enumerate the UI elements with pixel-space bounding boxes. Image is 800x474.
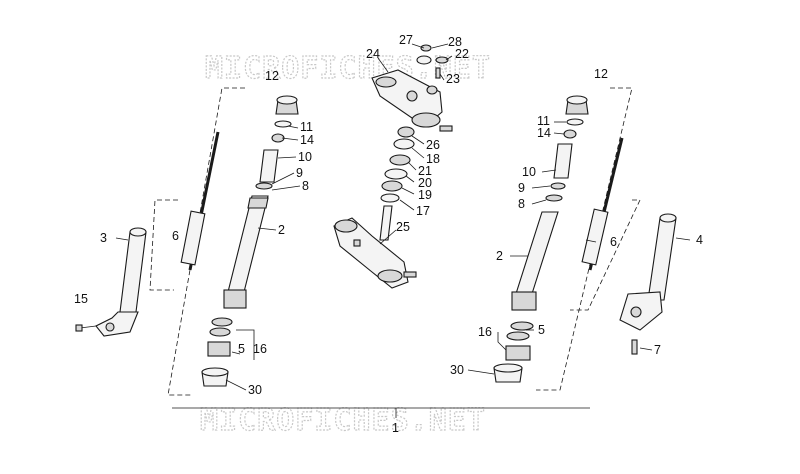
right-o-ring [566,118,584,126]
watermark-top: MICROFICHES.NET [205,51,491,86]
right-stanchion-bottom [511,291,537,311]
label-5-left: 5 [238,342,245,356]
left-axle-hole [105,322,115,332]
left-slider-top [129,227,147,237]
label-16-left: 16 [253,342,267,356]
left-o-ring [274,120,292,128]
label-4: 4 [696,233,703,247]
label-6-left: 6 [172,229,179,243]
label-30-right: 30 [450,363,464,377]
right-slider-top [659,213,677,223]
steering-stem [379,205,393,241]
right-seal-mid [506,331,530,341]
seal-17 [380,193,400,203]
left-stanchion-tube [225,195,269,301]
nut-22 [435,56,449,64]
label-14-left: 14 [300,133,314,147]
bearing-race-20 [384,168,408,180]
label-2-left: 2 [278,223,285,237]
label-12-left: 12 [265,69,279,83]
label-6-right: 6 [610,235,617,249]
label-2-right: 2 [496,249,503,263]
label-5-right: 5 [538,323,545,337]
right-seal-5 [505,345,531,361]
label-10-left: 10 [298,150,312,164]
left-stanchion-spring [247,197,269,209]
label-20: 20 [418,176,432,190]
right-screw-7 [631,339,638,355]
yoke-bolt [439,125,453,132]
left-fork-assembly [75,87,301,396]
left-seal-16 [207,341,231,357]
label-8-left: 8 [302,179,309,193]
left-screw-15 [75,324,83,332]
label-1: 1 [392,421,399,435]
label-30-left: 30 [248,383,262,397]
label-15: 15 [74,292,88,306]
label-22: 22 [455,47,469,61]
label-11-right: 11 [537,114,550,128]
label-7: 7 [654,343,661,357]
right-damper-rod [581,208,609,266]
left-dashed-frame [167,87,245,396]
right-fork-assembly [467,87,691,391]
left-seal-mid [209,327,231,337]
label-14-right: 14 [537,126,551,140]
label-28: 28 [448,35,462,49]
label-17: 17 [416,204,430,218]
washer-28 [416,55,432,65]
left-washer-9 [255,182,273,190]
right-seal-upper [510,321,534,331]
part-labels: 1 12 11 14 10 9 8 2 3 6 15 5 16 30 24 27… [74,33,703,435]
left-fork-slider [119,231,147,313]
nut-26 [397,126,415,138]
right-washer-14 [563,129,577,139]
bolt-27 [420,44,432,52]
steering-assembly [333,43,453,289]
label-26: 26 [426,138,440,152]
right-spacer-tube [553,143,573,179]
left-damper-rod [180,210,206,266]
label-23: 23 [446,72,460,86]
label-9-left: 9 [296,166,303,180]
label-8-right: 8 [518,197,525,211]
label-16-right: 16 [478,325,492,339]
label-10-right: 10 [522,165,536,179]
right-rod-frame [570,199,641,311]
left-axle-foot [95,311,139,337]
label-3: 3 [100,231,107,245]
screw-23 [435,67,441,79]
label-21: 21 [418,164,432,178]
washer-18 [393,138,415,150]
left-rod-frame [149,199,178,291]
bearing-21 [389,154,411,166]
bearing-19 [381,180,403,192]
label-18: 18 [426,152,440,166]
label-11-left: 11 [300,120,313,134]
right-fork-slider [647,217,677,301]
label-27: 27 [399,33,413,47]
label-25: 25 [396,220,410,234]
label-9-right: 9 [518,181,525,195]
label-24: 24 [366,47,380,61]
label-12-right: 12 [594,67,608,81]
right-washer-9 [550,182,566,190]
left-spacer-tube [259,149,279,183]
left-seal-upper [211,317,233,327]
label-19: 19 [418,188,432,202]
watermark-bottom: MICROFICHES.NET [200,403,486,438]
lower-yoke-bolt [403,271,417,278]
right-washer-8 [545,194,563,202]
left-stanchion-bottom [223,289,247,309]
